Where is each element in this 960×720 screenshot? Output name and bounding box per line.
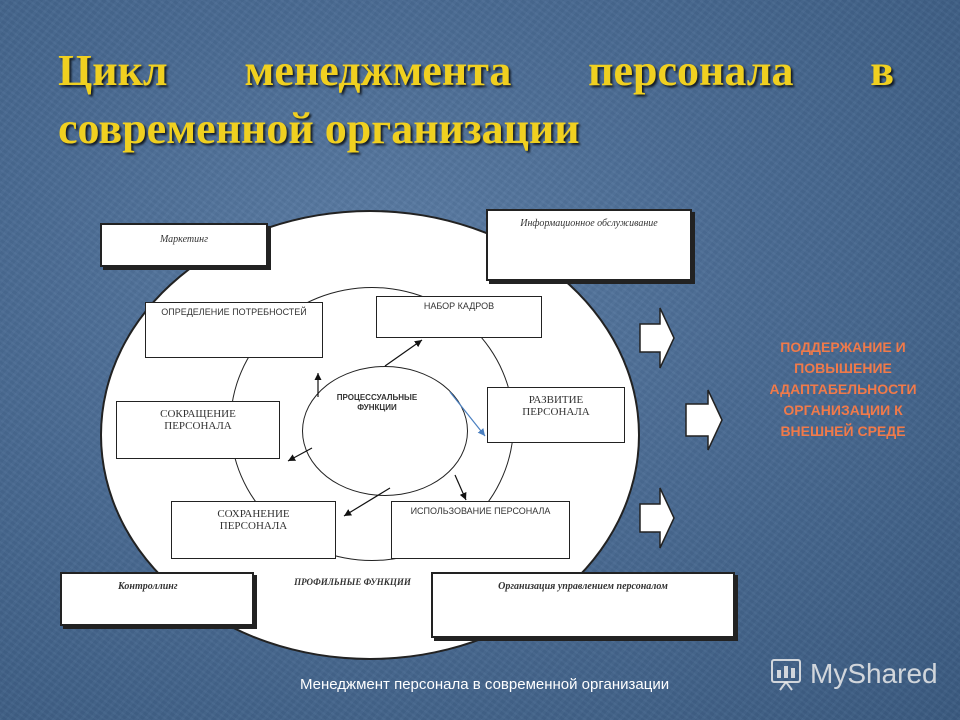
reduction-box: сокращение персонала	[116, 401, 280, 459]
inner-ellipse	[302, 366, 468, 496]
org-management-box: Организация управлением персоналом	[431, 572, 735, 638]
info-service-box: Информационное обслуживание	[486, 209, 692, 281]
recruitment-label: набор кадров	[423, 301, 495, 311]
watermark-logo: MyShared	[768, 656, 938, 692]
info-service-label: Информационное обслуживание	[520, 218, 658, 229]
footer-caption: Менеджмент персонала в современной орган…	[300, 676, 670, 693]
block-arrow-bottom	[639, 487, 675, 549]
page-title: Цикл менеджмента персонала в современной…	[58, 42, 894, 158]
org-management-label: Организация управлением персоналом	[498, 581, 668, 592]
development-label: развитие персонала	[522, 394, 590, 418]
needs-label: определение потребностей	[161, 307, 307, 317]
title-line-1: Цикл менеджмента персонала в	[58, 46, 894, 95]
usage-box: использование персонала	[391, 501, 570, 559]
title-line-2: современной организации	[58, 104, 580, 153]
retention-label: сохранение персонала	[217, 508, 290, 532]
myshared-icon	[771, 659, 801, 691]
development-box: развитие персонала	[487, 387, 625, 443]
marketing-label: Маркетинг	[159, 234, 208, 245]
reduction-label: сокращение персонала	[160, 408, 236, 432]
arrow-to-reduction	[287, 447, 313, 462]
arrow-to-recruitment	[384, 339, 423, 367]
profile-functions-label: ПРОФИЛЬНЫЕ ФУНКЦИИ	[294, 577, 411, 587]
arrow-to-retention	[343, 487, 391, 517]
block-arrow-middle	[685, 389, 723, 451]
marketing-box: Маркетинг	[100, 223, 268, 267]
needs-box: определение потребностей	[145, 302, 323, 358]
usage-label: использование персонала	[410, 506, 551, 516]
block-arrow-top	[639, 307, 675, 369]
controlling-box: Контроллинг	[60, 572, 254, 626]
controlling-label: Контроллинг	[118, 581, 178, 592]
arrow-to-development	[449, 391, 486, 437]
retention-box: сохранение персонала	[171, 501, 336, 559]
watermark-text: MyShared	[810, 658, 938, 689]
recruitment-box: набор кадров	[376, 296, 542, 338]
outcome-text: Поддержание и повышение адаптабельности …	[769, 339, 917, 439]
arrow-to-usage	[454, 474, 467, 501]
process-functions-label: ПРОЦЕССУАЛЬНЫЕ ФУНКЦИИ	[336, 393, 418, 412]
